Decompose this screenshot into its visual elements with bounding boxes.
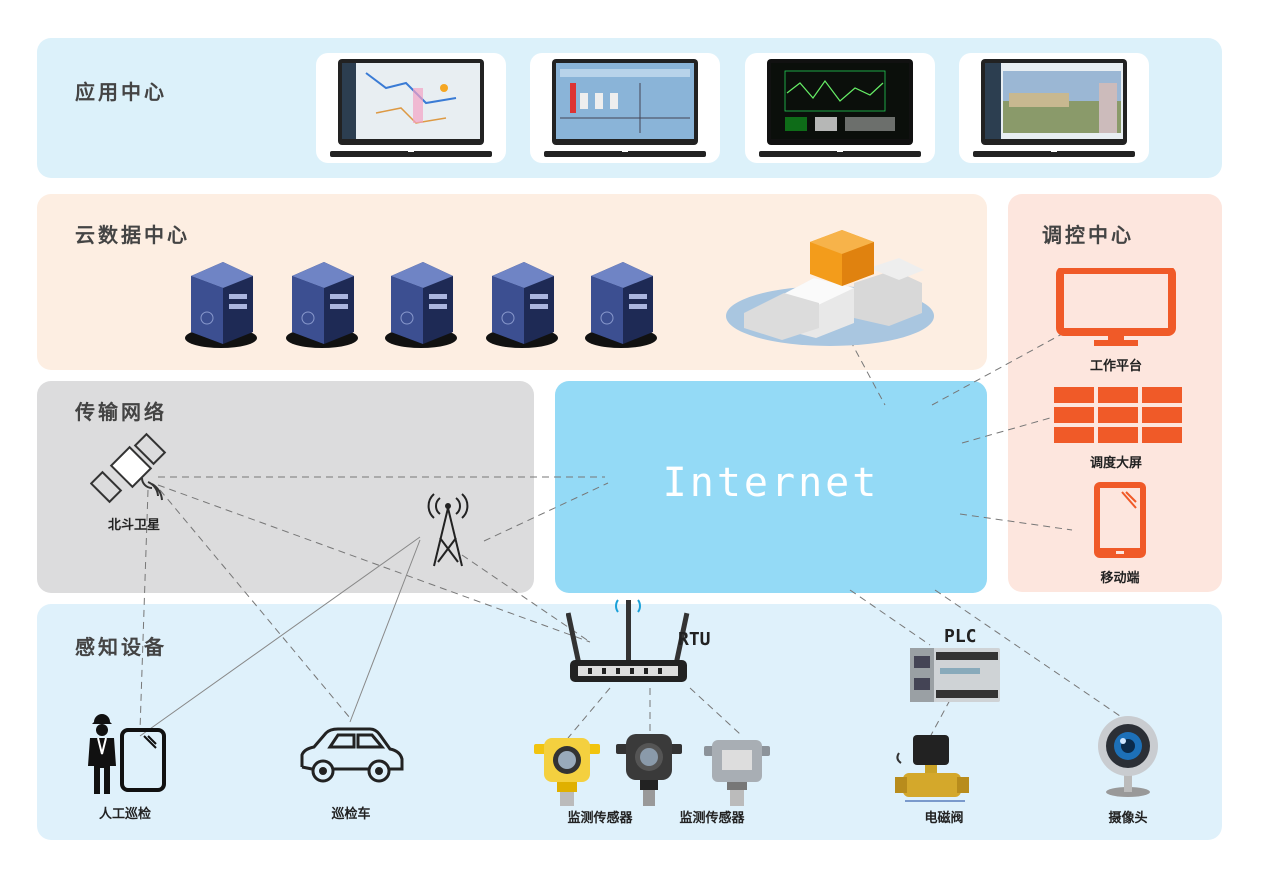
server-icon bbox=[185, 262, 257, 348]
worker-icon bbox=[88, 714, 166, 794]
server-icon bbox=[486, 262, 558, 348]
video-wall-icon bbox=[1054, 387, 1182, 443]
gas-sensor-yellow-icon bbox=[534, 738, 600, 806]
laptop-video-icon bbox=[959, 53, 1149, 163]
workstation-label: 工作平台 bbox=[1089, 359, 1142, 374]
internet-panel bbox=[555, 381, 987, 593]
manual-patrol-label: 人工巡检 bbox=[98, 807, 151, 822]
plc-icon bbox=[910, 648, 1000, 702]
server-icon bbox=[585, 262, 657, 348]
internet-label: Internet bbox=[662, 460, 880, 506]
data-center-building-icon bbox=[726, 230, 934, 346]
laptop-scada-icon bbox=[530, 53, 720, 163]
solenoid-valve-icon bbox=[895, 735, 969, 802]
sensing-title: 感知设备 bbox=[75, 635, 167, 659]
sensor-1-label: 监测传感器 bbox=[567, 811, 633, 826]
app-center-title: 应用中心 bbox=[75, 80, 167, 104]
control-center-title: 调控中心 bbox=[1042, 223, 1134, 247]
big-screen-label: 调度大屏 bbox=[1089, 456, 1142, 471]
gas-sensor-grey-icon bbox=[704, 740, 770, 806]
laptop-map-icon bbox=[316, 53, 506, 163]
satellite-label: 北斗卫星 bbox=[107, 518, 160, 533]
antenna-tower-icon bbox=[427, 493, 469, 567]
patrol-car-label: 巡检车 bbox=[331, 807, 371, 822]
transport-title: 传输网络 bbox=[75, 400, 167, 424]
camera-label: 摄像头 bbox=[1108, 811, 1148, 826]
plc-label: PLC bbox=[944, 626, 977, 647]
mobile-label: 移动端 bbox=[1100, 571, 1140, 586]
router-icon bbox=[566, 599, 690, 682]
laptop-chart-icon bbox=[745, 53, 935, 163]
camera-icon bbox=[1098, 716, 1158, 797]
sensor-2-label: 监测传感器 bbox=[679, 811, 745, 826]
cloud-center-title: 云数据中心 bbox=[75, 223, 190, 247]
tablet-icon bbox=[1094, 482, 1146, 558]
valve-label: 电磁阀 bbox=[924, 811, 964, 826]
server-icon bbox=[385, 262, 457, 348]
rtu-label: RTU bbox=[678, 629, 711, 650]
car-icon bbox=[300, 727, 404, 783]
server-icon bbox=[286, 262, 358, 348]
monitor-icon bbox=[1056, 268, 1176, 346]
gas-sensor-black-icon bbox=[616, 734, 682, 806]
satellite-icon bbox=[90, 432, 167, 504]
